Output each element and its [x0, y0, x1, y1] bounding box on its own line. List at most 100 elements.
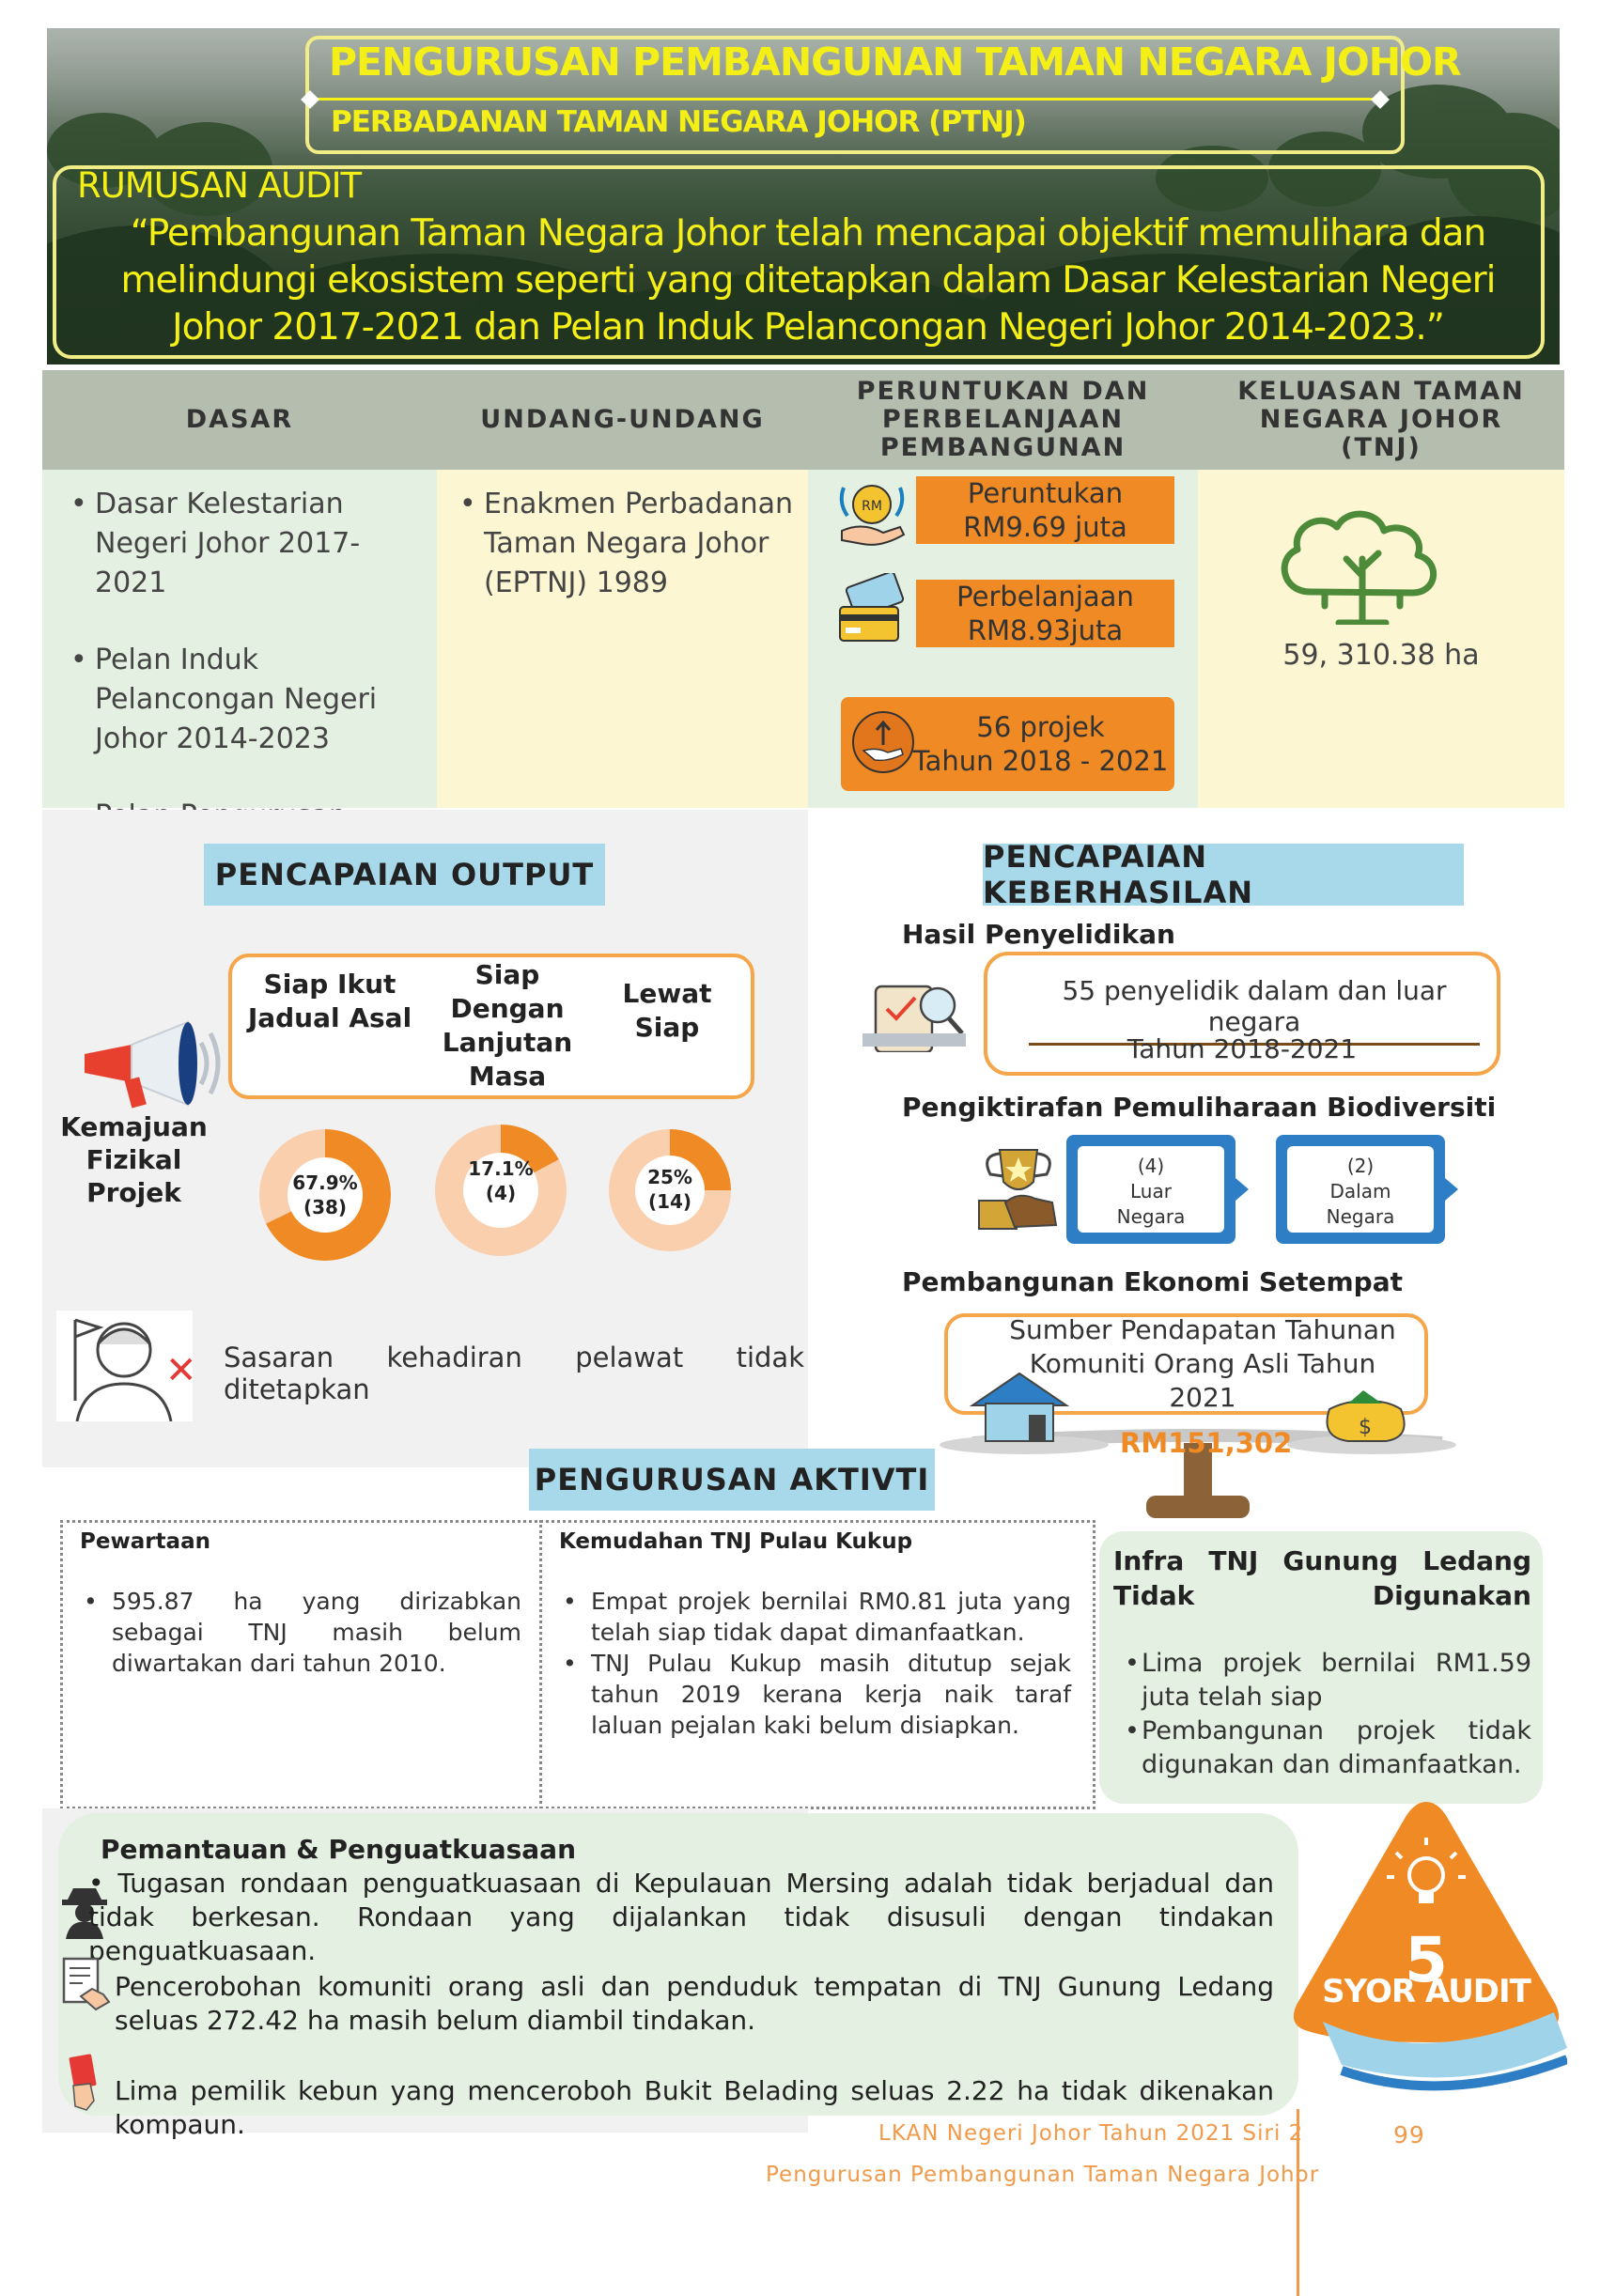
pemantauan-item-2: Pencerobohan komuniti orang asli dan pen… — [115, 1971, 1274, 2036]
ring-count: (38) — [303, 1196, 348, 1218]
detective-icon — [62, 1888, 107, 1939]
credit-card-icon — [839, 573, 905, 642]
projek-count: 56 projek — [976, 711, 1105, 743]
syor-label: SYOR AUDIT — [1322, 1973, 1531, 2010]
rumusan-frame — [53, 165, 1545, 359]
kemudahan-list: Empat projek bernilai RM0.81 juta yang t… — [559, 1586, 1071, 1741]
kemudahan-title: Kemudahan TNJ Pulau Kukup — [559, 1529, 913, 1554]
ring-siap-ikut: 67.9% (38) — [259, 1129, 391, 1261]
infra-item: Pembangunan projek tidak digunakan dan d… — [1125, 1714, 1531, 1782]
money-hand-icon: RM — [839, 485, 906, 546]
tree-icon — [1281, 510, 1437, 625]
undang-heading: UNDANG-UNDANG — [437, 370, 808, 470]
project-hand-icon — [852, 711, 914, 773]
page-subtitle: PERBADANAN TAMAN NEGARA JOHOR (PTNJ) — [331, 105, 1027, 139]
category-siap-ikut: Siap Ikut Jadual Asal — [247, 969, 412, 1033]
page-title: PENGURUSAN PEMBANGUNAN TAMAN NEGARA JOHO… — [329, 39, 1462, 85]
page-number: 99 — [1393, 2121, 1425, 2149]
pemantauan-panel — [58, 1813, 1298, 2116]
syor-count: 5 — [1405, 1924, 1448, 1996]
output-title: PENCAPAIAN OUTPUT — [204, 844, 605, 906]
pewartaan-list: 595.87 ha yang dirizabkan sebagai TNJ ma… — [80, 1586, 521, 1679]
footer-rule — [1297, 2109, 1299, 2296]
aktiviti-table — [60, 1520, 1095, 1809]
category-siap-lanjutan: Siap Dengan Lanjutan Masa — [442, 959, 573, 1092]
svg-text:RM: RM — [862, 499, 882, 514]
rumusan-label: RUMUSAN AUDIT — [77, 165, 362, 206]
infra-list: Lima projek bernilai RM1.59 juta telah s… — [1125, 1647, 1531, 1782]
perbelanjaan-label: Perbelanjaan — [956, 581, 1134, 613]
undang-cell: Enakmen Perbadanan Taman Negara Johor (E… — [437, 470, 808, 808]
aktiviti-title: PENGURUSAN AKTIVTI — [529, 1449, 935, 1511]
keberhasilan-title: PENCAPAIAN KEBERHASILAN — [983, 839, 1464, 910]
research-icon — [862, 985, 966, 1052]
kemudahan-item: Empat projek bernilai RM0.81 juta yang t… — [559, 1586, 1071, 1648]
dalam-tab: (2) Dalam Negara — [1276, 1135, 1458, 1244]
pengiktirafan-title: Pengiktirafan Pemuliharaan Biodiversiti — [902, 1092, 1497, 1123]
peruntukan-value: RM9.69 juta — [963, 511, 1127, 543]
perbelanjaan-box: Perbelanjaan RM8.93juta — [916, 580, 1174, 647]
keluasan-heading: KELUASAN TAMAN NEGARA JOHOR (TNJ) — [1198, 370, 1564, 470]
pemantauan-title: Pemantauan & Penguatkuasaan — [101, 1834, 577, 1865]
footer-section: Pengurusan Pembangunan Taman Negara Joho… — [766, 2163, 1320, 2187]
ring-lewat-siap: 25% (14) — [609, 1129, 731, 1251]
luar-tab: (4) Luar Negara — [1066, 1135, 1249, 1244]
hasil-box — [984, 952, 1500, 1076]
title-divider — [310, 98, 1381, 101]
pewartaan-title: Pewartaan — [80, 1529, 210, 1554]
cross-icon: ✕ — [165, 1349, 197, 1392]
ring-percent: 67.9% — [292, 1171, 358, 1194]
pemantauan-item-1: • Tugasan rondaan penguatkuasaan di Kepu… — [88, 1868, 1274, 1966]
infra-item: Lima projek bernilai RM1.59 juta telah s… — [1125, 1647, 1531, 1714]
arrow-right-icon — [1235, 1178, 1249, 1201]
perbelanjaan-value: RM8.93juta — [967, 614, 1124, 646]
dasar-item: Pelan Induk Pelancongan Negeri Johor 201… — [70, 641, 427, 759]
visitor-icon — [56, 1311, 193, 1421]
projek-years: Tahun 2018 - 2021 — [912, 745, 1169, 777]
ring-percent: 25% — [647, 1166, 692, 1188]
sasaran-text: Sasaran kehadiran pelawat tidak ditetapk… — [224, 1342, 804, 1405]
pewartaan-item: 595.87 ha yang dirizabkan sebagai TNJ ma… — [80, 1586, 521, 1679]
syor-audit-badge — [1293, 1802, 1567, 2091]
megaphone-icon — [85, 1020, 221, 1109]
luar-count: (4) — [1137, 1155, 1165, 1177]
kemajuan-label: Kemajuan Fizikal Projek — [60, 1111, 208, 1208]
forest-background-image — [47, 85, 1560, 365]
ring-count: (14) — [647, 1190, 692, 1213]
handshake-document-icon — [62, 1957, 111, 2011]
ring-siap-lanjutan: 17.1% (4) — [435, 1125, 567, 1256]
luar-label: Luar Negara — [1116, 1180, 1186, 1228]
output-category-box — [228, 954, 754, 1099]
dalam-count: (2) — [1346, 1155, 1375, 1177]
keluasan-value: 59, 310.38 ha — [1282, 639, 1480, 672]
peruntukan-box: Peruntukan RM9.69 juta — [916, 476, 1174, 544]
pemantauan-item-3: Lima pemilik kebun yang menceroboh Bukit… — [115, 2075, 1274, 2140]
balance-scale-icon: $ — [940, 1372, 1456, 1518]
undang-item: Enakmen Perbadanan Taman Negara Johor (E… — [459, 485, 799, 603]
footer-report: LKAN Negeri Johor Tahun 2021 Siri 2 — [878, 2121, 1304, 2146]
peruntukan-label: Peruntukan — [967, 477, 1124, 509]
aktiviti-divider — [539, 1520, 542, 1809]
kemudahan-item: TNJ Pulau Kukup masih ditutup sejak tahu… — [559, 1648, 1071, 1741]
hasil-text: 55 penyelidik dalam dan luar negara — [1029, 975, 1480, 1046]
infra-title: Infra TNJ Gunung Ledang Tidak Digunakan — [1113, 1545, 1531, 1611]
rumusan-text: “Pembangunan Taman Negara Johor telah me… — [120, 212, 1497, 349]
trophy-icon — [978, 1149, 1058, 1230]
ekonomi-title: Pembangunan Ekonomi Setempat — [902, 1266, 1403, 1297]
dasar-item: Dasar Kelestarian Negeri Johor 2017-2021 — [70, 485, 427, 603]
dasar-cell: Dasar Kelestarian Negeri Johor 2017-2021… — [42, 470, 437, 872]
arrow-right-icon — [1445, 1178, 1458, 1201]
pemantauan-text: Tugasan rondaan penguatkuasaan di Kepula… — [88, 1868, 1274, 1966]
ring-count: (4) — [485, 1182, 517, 1204]
category-lewat-siap: Lewat Siap — [622, 978, 712, 1043]
ekonomi-value: RM151,302 — [1120, 1427, 1293, 1459]
peruntukan-heading: PERUNTUKAN DAN PERBELANJAAN PEMBANGUNAN — [808, 370, 1198, 470]
dalam-label: Dalam Negara — [1326, 1180, 1395, 1228]
ring-percent: 17.1% — [468, 1157, 534, 1180]
svg-text:$: $ — [1359, 1416, 1372, 1439]
red-card-hand-icon — [69, 2054, 97, 2111]
ekonomi-text: Sumber Pendapatan Tahunan Komuniti Orang… — [1009, 1314, 1396, 1413]
dasar-heading: DASAR — [42, 370, 437, 470]
lightbulb-icon — [1387, 1838, 1466, 1903]
hasil-title: Hasil Penyelidikan — [902, 919, 1175, 950]
